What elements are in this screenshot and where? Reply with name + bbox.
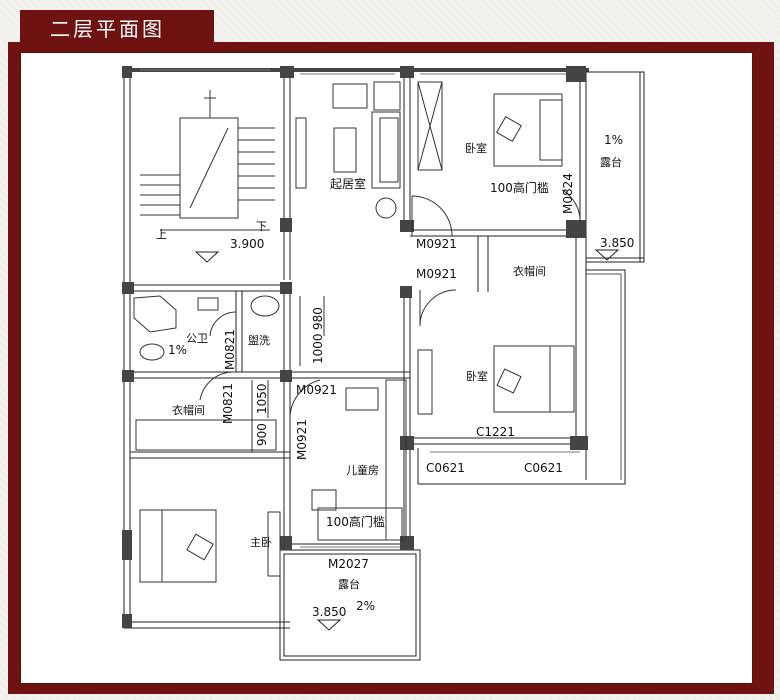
stair-down: 下 — [256, 220, 267, 233]
code-c0621-a: C0621 — [426, 461, 465, 475]
room-cloakroom-right: 衣帽间 — [513, 264, 546, 278]
bedroom-top-furniture — [417, 81, 563, 171]
code-m0921-a: M0921 — [416, 237, 457, 251]
bath-fixtures — [133, 295, 280, 361]
dim-980: 980 — [311, 307, 325, 330]
living-furniture — [295, 81, 401, 219]
room-master: 主卧 — [250, 536, 272, 549]
drawing-canvas — [20, 52, 753, 684]
terrace-bottom — [279, 549, 421, 661]
room-living: 起居室 — [330, 176, 366, 191]
dim-900: 900 — [255, 423, 269, 446]
room-terrace-right: 露台 — [600, 155, 622, 169]
elev-terrace-bottom: 3.850 — [312, 605, 346, 619]
dim-1000: 1000 — [311, 333, 325, 364]
terrace-right — [585, 71, 645, 263]
dimension-lines — [251, 296, 325, 452]
slope-terrace-bottom: 2% — [356, 599, 375, 613]
code-m2027: M2027 — [328, 557, 369, 571]
room-terrace-bottom: 露台 — [338, 577, 360, 591]
dim-1050: 1050 — [255, 383, 269, 414]
balcony-railing — [586, 269, 626, 485]
code-m0921-b: M0921 — [416, 267, 457, 281]
code-c0621-b: C0621 — [524, 461, 563, 475]
wall-top — [124, 68, 589, 72]
code-m0921-c: M0921 — [296, 383, 337, 397]
room-bedroom-top: 卧室 — [465, 141, 487, 155]
code-m0821-b: M0821 — [221, 383, 235, 424]
code-m0921-d: M0921 — [295, 419, 309, 460]
staircase — [140, 90, 275, 231]
master-furniture — [135, 419, 281, 583]
code-m0821-a: M0821 — [223, 329, 237, 370]
elev-terrace-right: 3.850 — [600, 236, 634, 250]
room-bath: 公卫 — [186, 332, 208, 345]
children-furniture — [311, 379, 407, 541]
room-wash: 盥洗 — [248, 334, 270, 347]
page-title: 二层平面图 — [50, 17, 165, 41]
code-m0824: M0824 — [561, 173, 575, 214]
threshold-top: 100高门槛 — [490, 180, 549, 195]
slope-terrace-right: 1% — [604, 133, 623, 147]
doors — [199, 189, 581, 421]
room-cloakroom-left: 衣帽间 — [172, 403, 205, 417]
code-c1221: C1221 — [476, 425, 515, 439]
slope-bath: 1% — [168, 343, 187, 357]
elev-stair: 3.900 — [230, 237, 264, 251]
stair-up: 上 — [156, 228, 167, 241]
threshold-mid: 100高门槛 — [326, 514, 385, 529]
room-children: 儿童房 — [346, 463, 379, 477]
room-bedroom-mid: 卧室 — [466, 369, 488, 383]
bedroom-mid-furniture — [417, 345, 575, 415]
